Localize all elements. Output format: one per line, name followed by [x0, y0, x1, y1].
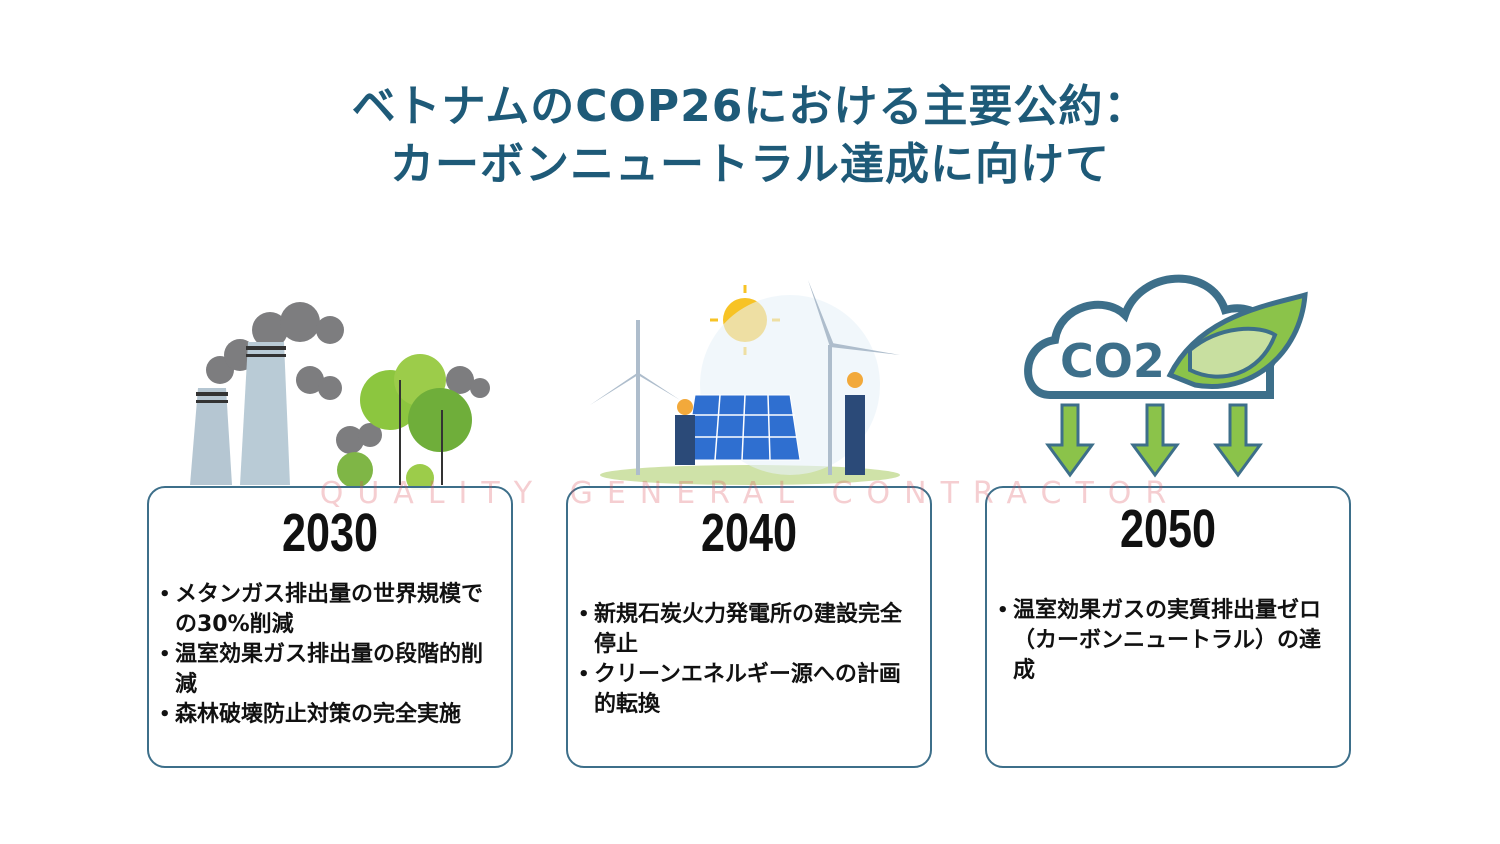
list-item: 温室効果ガス排出量の段階的削減 [159, 640, 501, 700]
list-item: 温室効果ガスの実質排出量ゼロ（カーボンニュートラル）の達成 [997, 596, 1339, 686]
list-item: 森林破壊防止対策の完全実施 [159, 700, 501, 730]
title-line-2: カーボンニュートラル達成に向けて [390, 139, 1110, 190]
year-label: 2030 [281, 503, 379, 563]
solar-wind-workers-icon [590, 280, 900, 485]
list-item: クリーンエネルギー源への計画的転換 [578, 660, 920, 720]
factory-smoke-trees-icon [190, 302, 490, 490]
co2-label: CO2 [1060, 334, 1165, 388]
list-item: 新規石炭火力発電所の建設完全停止 [578, 600, 920, 660]
year-label: 2040 [700, 503, 798, 563]
title-line-1: ベトナムのCOP26における主要公約： [351, 81, 1149, 132]
card-2030: 2030 メタンガス排出量の世界規模での30%削減 温室効果ガス排出量の段階的削… [147, 486, 513, 768]
year-label: 2050 [1119, 499, 1217, 559]
list-item: メタンガス排出量の世界規模での30%削減 [159, 580, 501, 640]
co2-cloud-leaf-arrows-icon: CO2 [1024, 274, 1308, 478]
commitment-list: 新規石炭火力発電所の建設完全停止 クリーンエネルギー源への計画的転換 [576, 600, 920, 720]
card-2050: 2050 温室効果ガスの実質排出量ゼロ（カーボンニュートラル）の達成 [985, 486, 1351, 768]
commitment-list: メタンガス排出量の世界規模での30%削減 温室効果ガス排出量の段階的削減 森林破… [157, 580, 501, 730]
card-2040: 2040 新規石炭火力発電所の建設完全停止 クリーンエネルギー源への計画的転換 [566, 486, 932, 768]
page-title: ベトナムのCOP26における主要公約： カーボンニュートラル達成に向けて [0, 78, 1500, 194]
commitment-list: 温室効果ガスの実質排出量ゼロ（カーボンニュートラル）の達成 [995, 596, 1339, 686]
